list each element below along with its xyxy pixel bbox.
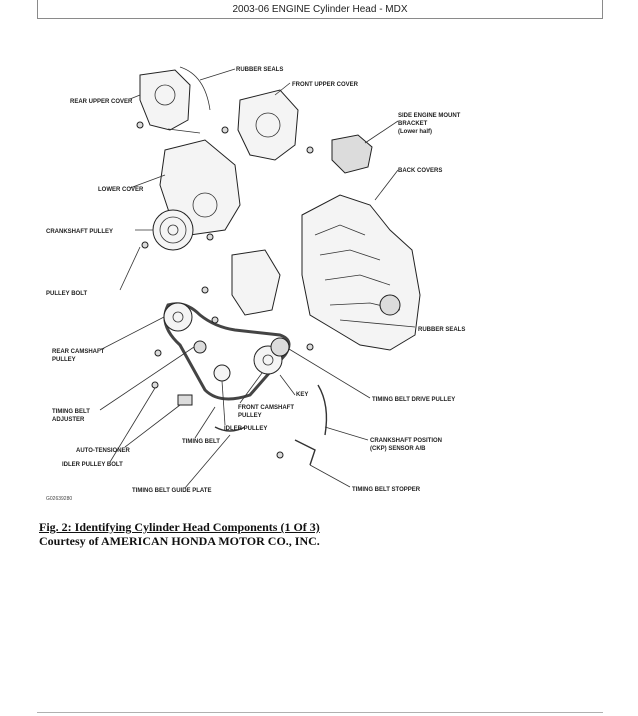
- bolts: [136, 121, 314, 459]
- leader-lines: [99, 68, 416, 489]
- front-upper-cover: [237, 89, 299, 161]
- diagram-svg: RUBBER SEALS FRONT UPPER COVER REAR UPPE…: [46, 66, 465, 502]
- label-idler-pulley-bolt: IDLER PULLEY BOLT: [62, 462, 123, 468]
- label-rear-camshaft-2: PULLEY: [52, 357, 76, 363]
- side-engine-mount-bracket: [331, 134, 373, 174]
- label-timing-belt: TIMING BELT: [182, 439, 220, 445]
- label-drive-pulley: TIMING BELT DRIVE PULLEY: [372, 397, 455, 403]
- timing-belt-adjuster: [193, 340, 207, 354]
- label-idler-pulley: IDLER PULLEY: [224, 426, 267, 432]
- label-front-upper-cover: FRONT UPPER COVER: [292, 82, 359, 88]
- rear-cover-hole: [154, 84, 176, 106]
- label-auto-tensioner: AUTO-TENSIONER: [76, 448, 131, 454]
- timing-belt-stopper: [294, 439, 316, 466]
- label-key: KEY: [296, 392, 308, 398]
- label-rear-camshaft-1: REAR CAMSHAFT: [52, 349, 105, 355]
- timing-belt-guide-plate: [214, 426, 246, 432]
- label-lower-cover: LOWER COVER: [98, 187, 144, 193]
- caption-title: Fig. 2: Identifying Cylinder Head Compon…: [39, 520, 320, 534]
- ckp-sensor: [317, 384, 328, 436]
- label-crankshaft-pulley: CRANKSHAFT PULLEY: [46, 229, 113, 235]
- back-cover: [231, 249, 281, 316]
- label-front-camshaft-1: FRONT CAMSHAFT: [238, 405, 294, 411]
- idler-pulley: [213, 364, 231, 382]
- front-cover-hole: [255, 112, 281, 138]
- label-adjuster-1: TIMING BELT: [52, 409, 90, 415]
- rubber-seal-strip-2: [167, 128, 201, 134]
- label-guide-plate: TIMING BELT GUIDE PLATE: [132, 488, 211, 494]
- label-front-camshaft-2: PULLEY: [238, 413, 262, 419]
- exploded-diagram: RUBBER SEALS FRONT UPPER COVER REAR UPPE…: [40, 55, 484, 505]
- label-pulley-bolt: PULLEY BOLT: [46, 291, 87, 297]
- caption-courtesy: Courtesy of AMERICAN HONDA MOTOR CO., IN…: [39, 534, 320, 548]
- label-rubber-seals-top: RUBBER SEALS: [236, 67, 283, 73]
- rubber-seal-strip: [179, 66, 211, 111]
- label-side-mount-3: (Lower half): [398, 129, 432, 135]
- footer-rule: [37, 712, 603, 713]
- label-back-covers: BACK COVERS: [398, 168, 442, 174]
- figure-number: G02639280: [46, 496, 72, 502]
- label-ckp-1: CRANKSHAFT POSITION: [370, 438, 442, 444]
- engine-boss: [379, 294, 401, 316]
- crankshaft-pulley: [152, 209, 194, 251]
- rear-upper-cover: [139, 69, 191, 131]
- label-ckp-2: (CKP) SENSOR A/B: [370, 446, 426, 452]
- page-header: 2003-06 ENGINE Cylinder Head - MDX: [37, 0, 603, 19]
- engine-block: [301, 194, 421, 351]
- auto-tensioner: [177, 394, 193, 406]
- label-side-mount-1: SIDE ENGINE MOUNT: [398, 113, 461, 119]
- page-title: 2003-06 ENGINE Cylinder Head - MDX: [232, 4, 408, 15]
- lower-cover-hole: [192, 192, 218, 218]
- label-rubber-seals-mid: RUBBER SEALS: [418, 327, 465, 333]
- label-rear-upper-cover: REAR UPPER COVER: [70, 99, 133, 105]
- label-side-mount-2: BRACKET: [398, 121, 428, 127]
- label-adjuster-2: ADJUSTER: [52, 417, 85, 423]
- engine-detail: [314, 224, 401, 311]
- figure-caption: Fig. 2: Identifying Cylinder Head Compon…: [39, 520, 320, 548]
- rear-camshaft-pulley: [163, 302, 193, 332]
- label-belt-stopper: TIMING BELT STOPPER: [352, 487, 421, 493]
- timing-belt-drive-pulley: [270, 337, 290, 357]
